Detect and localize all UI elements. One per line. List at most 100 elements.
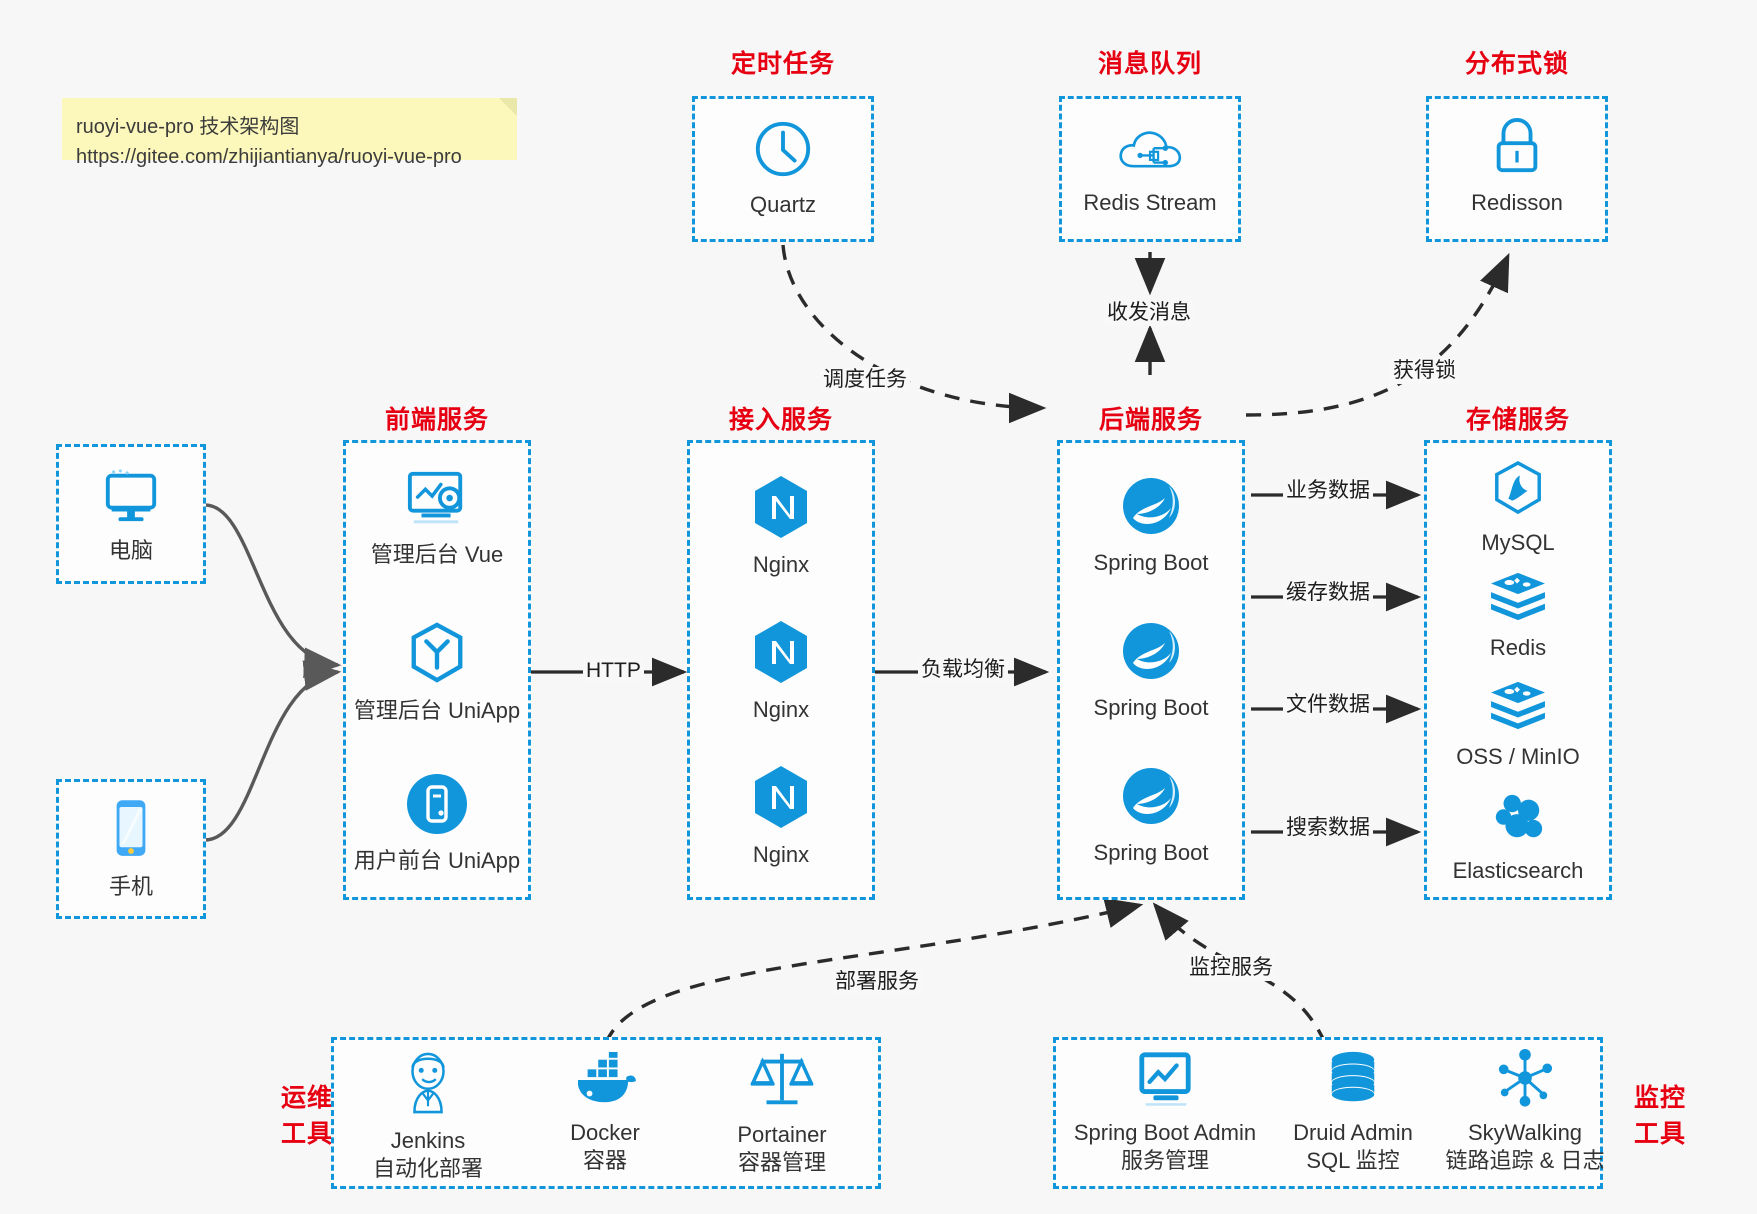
edge-label-send-receive-message: 收发消息 bbox=[1104, 300, 1194, 326]
node-portainer: Portainer 容器管理 bbox=[697, 1048, 867, 1177]
node-sublabel: 容器 bbox=[582, 1148, 627, 1173]
node-user-uniapp: 用户前台 UniApp bbox=[343, 772, 531, 875]
edge-label-search-data: 搜索数据 bbox=[1283, 815, 1373, 841]
desktop-computer-icon bbox=[100, 468, 162, 531]
note-line-2: https://gitee.com/zhijiantianya/ruoyi-vu… bbox=[76, 146, 462, 168]
group-message-queue bbox=[1059, 96, 1241, 242]
node-mobile: 手机 bbox=[56, 796, 206, 901]
node-sublabel: SQL 监控 bbox=[1306, 1148, 1400, 1173]
node-redisson: Redisson bbox=[1426, 116, 1608, 217]
note-fold-corner bbox=[499, 98, 517, 116]
node-label: OSS / MinIO bbox=[1456, 744, 1580, 769]
node-label: Jenkins bbox=[390, 1128, 466, 1153]
node-label: Spring Boot bbox=[1093, 550, 1209, 575]
caption-devops-tools: 运维 工具 bbox=[262, 1080, 352, 1152]
node-sublabel: 服务管理 bbox=[1120, 1148, 1209, 1173]
node-nginx-1: Nginx bbox=[687, 474, 875, 579]
clock-icon bbox=[752, 118, 814, 185]
monitor-chart-icon bbox=[1134, 1050, 1196, 1113]
node-label: 管理后台 UniApp bbox=[353, 698, 521, 723]
caption-monitor-line1: 监控 bbox=[1633, 1084, 1686, 1112]
mobile-phone-icon bbox=[108, 796, 154, 867]
docker-whale-icon bbox=[572, 1050, 638, 1113]
edge-label-cache-data: 缓存数据 bbox=[1283, 580, 1373, 606]
node-label: Redisson bbox=[1471, 190, 1563, 215]
node-spring-boot-2: Spring Boot bbox=[1057, 619, 1245, 722]
node-admin-vue: 管理后台 Vue bbox=[343, 468, 531, 569]
node-jenkins: Jenkins 自动化部署 bbox=[343, 1050, 513, 1183]
node-label: Docker bbox=[570, 1120, 640, 1145]
cloud-stream-icon bbox=[1114, 122, 1186, 183]
node-label: Redis bbox=[1489, 635, 1547, 660]
edge-label-monitor-service: 监控服务 bbox=[1186, 955, 1276, 981]
node-spring-boot-1: Spring Boot bbox=[1057, 474, 1245, 577]
nginx-icon bbox=[751, 764, 811, 835]
caption-monitor-line2: 工具 bbox=[1633, 1120, 1686, 1148]
node-label: 电脑 bbox=[108, 538, 153, 563]
node-label: Druid Admin bbox=[1293, 1120, 1413, 1145]
caption-distributed-lock: 分布式锁 bbox=[1464, 50, 1569, 78]
elasticsearch-icon bbox=[1489, 790, 1547, 851]
spring-boot-icon bbox=[1119, 764, 1183, 833]
node-label: Nginx bbox=[752, 697, 810, 722]
node-label: MySQL bbox=[1481, 530, 1555, 555]
node-spring-boot-admin: Spring Boot Admin 服务管理 bbox=[1060, 1050, 1270, 1175]
node-label: Portainer bbox=[737, 1122, 827, 1147]
node-elasticsearch: Elasticsearch bbox=[1424, 790, 1612, 885]
edge-label-schedule-task: 调度任务 bbox=[820, 367, 910, 393]
group-scheduled-task bbox=[692, 96, 874, 242]
note-line-1: ruoyi-vue-pro 技术架构图 bbox=[76, 116, 300, 138]
node-label: Nginx bbox=[752, 842, 810, 867]
caption-monitor-tools: 监控 工具 bbox=[1615, 1080, 1705, 1152]
caption-backend-service: 后端服务 bbox=[1098, 406, 1203, 434]
database-cylinder-icon bbox=[1324, 1050, 1382, 1113]
portainer-scale-icon bbox=[749, 1048, 815, 1115]
group-monitor-tools bbox=[1053, 1037, 1603, 1189]
node-desktop: 电脑 bbox=[56, 468, 206, 565]
node-label: 管理后台 Vue bbox=[370, 542, 504, 567]
edge-label-acquire-lock: 获得锁 bbox=[1390, 358, 1459, 384]
node-label: Spring Boot bbox=[1093, 840, 1209, 865]
node-label: SkyWalking bbox=[1467, 1120, 1583, 1145]
edge-label-http: HTTP bbox=[583, 658, 644, 684]
caption-access-service: 接入服务 bbox=[728, 406, 833, 434]
node-label: Quartz bbox=[749, 192, 817, 217]
node-label: Elasticsearch bbox=[1452, 858, 1584, 883]
edge-label-deploy-service: 部署服务 bbox=[832, 969, 922, 995]
node-redis: Redis bbox=[1424, 571, 1612, 662]
node-label: Redis Stream bbox=[1083, 190, 1217, 215]
node-spring-boot-3: Spring Boot bbox=[1057, 764, 1245, 867]
nginx-icon bbox=[751, 619, 811, 690]
diagram-note: ruoyi-vue-pro 技术架构图 https://gitee.com/zh… bbox=[62, 98, 517, 168]
spring-boot-icon bbox=[1119, 619, 1183, 688]
node-docker: Docker 容器 bbox=[520, 1050, 690, 1175]
mysql-dolphin-icon bbox=[1491, 460, 1545, 523]
edge-label-business-data: 业务数据 bbox=[1283, 478, 1373, 504]
redis-stack-icon bbox=[1487, 571, 1549, 628]
oss-stack-icon bbox=[1487, 680, 1549, 737]
node-skywalking: SkyWalking 链路追踪 & 日志 bbox=[1430, 1048, 1620, 1175]
node-sublabel: 自动化部署 bbox=[372, 1156, 483, 1181]
node-label: 手机 bbox=[108, 874, 153, 899]
padlock-icon bbox=[1488, 116, 1546, 183]
node-nginx-3: Nginx bbox=[687, 764, 875, 869]
dashboard-settings-icon bbox=[402, 468, 472, 535]
skywalking-node-icon bbox=[1495, 1048, 1555, 1113]
caption-devops-line1: 运维 bbox=[280, 1084, 333, 1112]
nginx-icon bbox=[751, 474, 811, 545]
node-label: Nginx bbox=[752, 552, 810, 577]
jenkins-butler-icon bbox=[397, 1050, 459, 1121]
node-admin-uniapp: 管理后台 UniApp bbox=[343, 620, 531, 725]
node-quartz: Quartz bbox=[692, 118, 874, 219]
node-label: Spring Boot Admin bbox=[1073, 1120, 1257, 1145]
node-redis-stream: Redis Stream bbox=[1059, 122, 1241, 217]
node-druid-admin: Druid Admin SQL 监控 bbox=[1268, 1050, 1438, 1175]
mobile-app-circle-icon bbox=[405, 772, 469, 841]
node-oss-minio: OSS / MinIO bbox=[1424, 680, 1612, 771]
node-sublabel: 链路追踪 & 日志 bbox=[1445, 1148, 1605, 1173]
uniapp-cube-icon bbox=[406, 620, 468, 691]
spring-boot-icon bbox=[1119, 474, 1183, 543]
node-label: Spring Boot bbox=[1093, 695, 1209, 720]
edge-label-file-data: 文件数据 bbox=[1283, 692, 1373, 718]
caption-devops-line2: 工具 bbox=[280, 1120, 333, 1148]
